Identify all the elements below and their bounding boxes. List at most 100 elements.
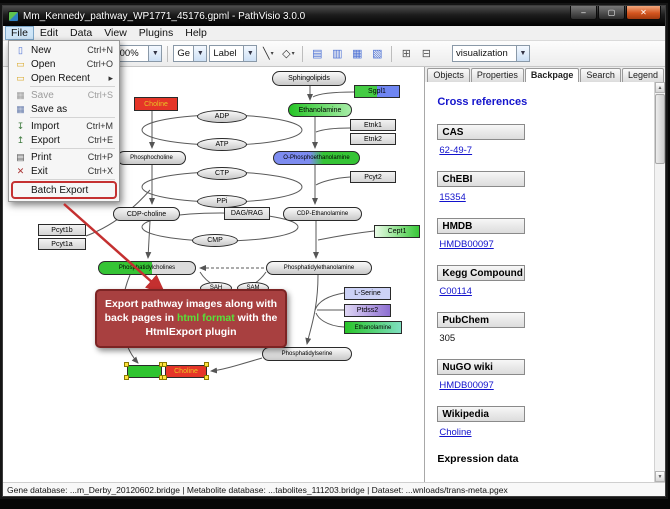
node-ctp[interactable]: CTP xyxy=(197,167,247,180)
node-phosphocholine[interactable]: Phosphocholine xyxy=(117,151,186,165)
node-etnk1[interactable]: Etnk1 xyxy=(350,119,396,131)
menu-data[interactable]: Data xyxy=(70,27,93,39)
scrollbar-thumb[interactable] xyxy=(655,94,665,164)
node-cept1[interactable]: Cept1 xyxy=(374,225,420,238)
send-backward-icon: ⊟ xyxy=(421,48,431,60)
node-etnk2[interactable]: Etnk2 xyxy=(350,133,396,145)
minimize-button[interactable]: – xyxy=(570,6,597,20)
menu-plugins[interactable]: Plugins xyxy=(138,27,174,39)
node-choline[interactable]: Choline xyxy=(134,97,178,111)
xref-id-link[interactable]: C00114 xyxy=(439,286,472,297)
align-left-button[interactable]: ▤ xyxy=(308,45,326,63)
node-sphingolipids[interactable]: Sphingolipids xyxy=(272,71,346,86)
gene-product-combo[interactable]: Ge▼ xyxy=(173,45,208,62)
tab-legend[interactable]: Legend xyxy=(621,68,664,82)
send-backward-button[interactable]: ⊟ xyxy=(417,45,435,63)
file-menu-save-as[interactable]: ▦Save as xyxy=(11,102,117,116)
chevron-down-icon[interactable]: ▼ xyxy=(148,46,162,61)
menu-item-label: Print xyxy=(31,151,52,163)
chevron-down-icon[interactable]: ▼ xyxy=(193,46,207,61)
window-title: Mm_Kennedy_pathway_WP1771_45176.gpml - P… xyxy=(23,10,306,22)
file-menu-open-recent[interactable]: ▭Open Recent▸ xyxy=(11,71,117,85)
import-icon: ↧ xyxy=(16,120,25,131)
node-atp[interactable]: ATP xyxy=(197,138,247,151)
xref-id-link[interactable]: HMDB00097 xyxy=(439,239,494,250)
node-adp[interactable]: ADP xyxy=(197,110,247,123)
tab-backpage[interactable]: Backpage xyxy=(524,68,580,82)
xref-id-link[interactable]: HMDB00097 xyxy=(439,380,494,391)
menu-item-shortcut: Ctrl+X xyxy=(87,166,113,176)
shape-tool-button[interactable]: ◇▾ xyxy=(279,45,297,63)
tab-search[interactable]: Search xyxy=(580,68,621,82)
node-choline[interactable]: Choline xyxy=(165,365,207,378)
align-top-button[interactable]: ▦ xyxy=(348,45,366,63)
node-pcyt1a[interactable]: Pcyt1a xyxy=(38,238,86,250)
toolbar-separator xyxy=(167,45,169,62)
maximize-button[interactable]: ▢ xyxy=(598,6,625,20)
menu-item-label: Import xyxy=(31,120,60,132)
scroll-down-icon[interactable]: ▼ xyxy=(655,471,665,482)
xref-database-label: ChEBI xyxy=(437,171,526,187)
close-button[interactable]: ✕ xyxy=(626,6,661,20)
node-ptdss2[interactable]: Ptdss2 xyxy=(344,304,391,317)
node-ethanolamine[interactable]: Ethanolamine xyxy=(288,103,352,117)
file-menu-batch-export[interactable]: Batch Export xyxy=(11,181,117,199)
node-phosphatidylserine[interactable]: Phosphatidylserine xyxy=(262,347,352,361)
label-combo[interactable]: Label▼ xyxy=(209,45,258,62)
tab-properties[interactable]: Properties xyxy=(470,68,524,82)
node-o-phosphoethanolamine[interactable]: O-Phosphoethanolamine xyxy=(273,151,360,165)
node-l-serine[interactable]: L-Serine xyxy=(344,287,391,300)
line-tool-button[interactable]: ╲▾ xyxy=(259,45,277,63)
node-ethanolamine[interactable]: Ethanolamine xyxy=(344,321,402,334)
node-phosphatidylethanolamine[interactable]: Phosphatidylethanolamine xyxy=(266,261,372,275)
chevron-down-icon[interactable]: ▼ xyxy=(516,46,529,61)
open-icon: ▭ xyxy=(16,58,25,69)
node-cdp-ethanolamine[interactable]: CDP-Ethanolamine xyxy=(283,207,362,221)
visualization-combo[interactable]: visualization ▼ xyxy=(452,45,530,62)
align-left-icon: ▤ xyxy=(312,48,323,60)
node-pcyt1b[interactable]: Pcyt1b xyxy=(38,224,86,236)
line-tool-icon: ╲ xyxy=(263,48,270,60)
zoom-combo[interactable]: 100%▼ xyxy=(110,45,163,62)
node-dag-rag[interactable]: DAG/RAG xyxy=(224,207,270,220)
menu-item-shortcut: Ctrl+N xyxy=(87,45,113,55)
node-cdp-choline[interactable]: CDP-choline xyxy=(113,207,180,221)
menu-help[interactable]: Help xyxy=(185,27,207,39)
menu-item-label: Open xyxy=(31,58,56,70)
new-icon: ▯ xyxy=(18,44,23,55)
node-green-node[interactable] xyxy=(127,365,162,378)
node-pcyt2[interactable]: Pcyt2 xyxy=(350,171,396,183)
menu-edit[interactable]: Edit xyxy=(39,27,59,39)
menu-item-label: Batch Export xyxy=(31,184,89,196)
chevron-down-icon[interactable]: ▼ xyxy=(243,46,257,61)
scroll-up-icon[interactable]: ▲ xyxy=(655,82,665,93)
node-cmp[interactable]: CMP xyxy=(192,234,238,247)
menu-file[interactable]: File xyxy=(5,26,34,40)
panel-scrollbar[interactable]: ▲ ▼ xyxy=(654,82,665,482)
align-center-button[interactable]: ▥ xyxy=(328,45,346,63)
node-phosphatidylcholines[interactable]: Phosphatidylcholines xyxy=(98,261,196,275)
menu-item-label: Exit xyxy=(31,165,48,177)
tab-objects[interactable]: Objects xyxy=(427,68,470,82)
xref-entry-chebi: ChEBI 15354 xyxy=(437,171,653,205)
xref-id-link[interactable]: 15354 xyxy=(439,192,466,203)
distribute-button[interactable]: ▧ xyxy=(368,45,386,63)
bring-forward-button[interactable]: ⊞ xyxy=(397,45,415,63)
node-sgpl1[interactable]: Sgpl1 xyxy=(354,85,400,98)
xref-id-link[interactable]: Choline xyxy=(439,427,472,438)
menu-item-label: Open Recent xyxy=(31,72,90,84)
xref-id-link[interactable]: 62-49-7 xyxy=(439,145,473,156)
menu-view[interactable]: View xyxy=(104,27,127,39)
chevron-down-icon: ▾ xyxy=(291,51,295,57)
